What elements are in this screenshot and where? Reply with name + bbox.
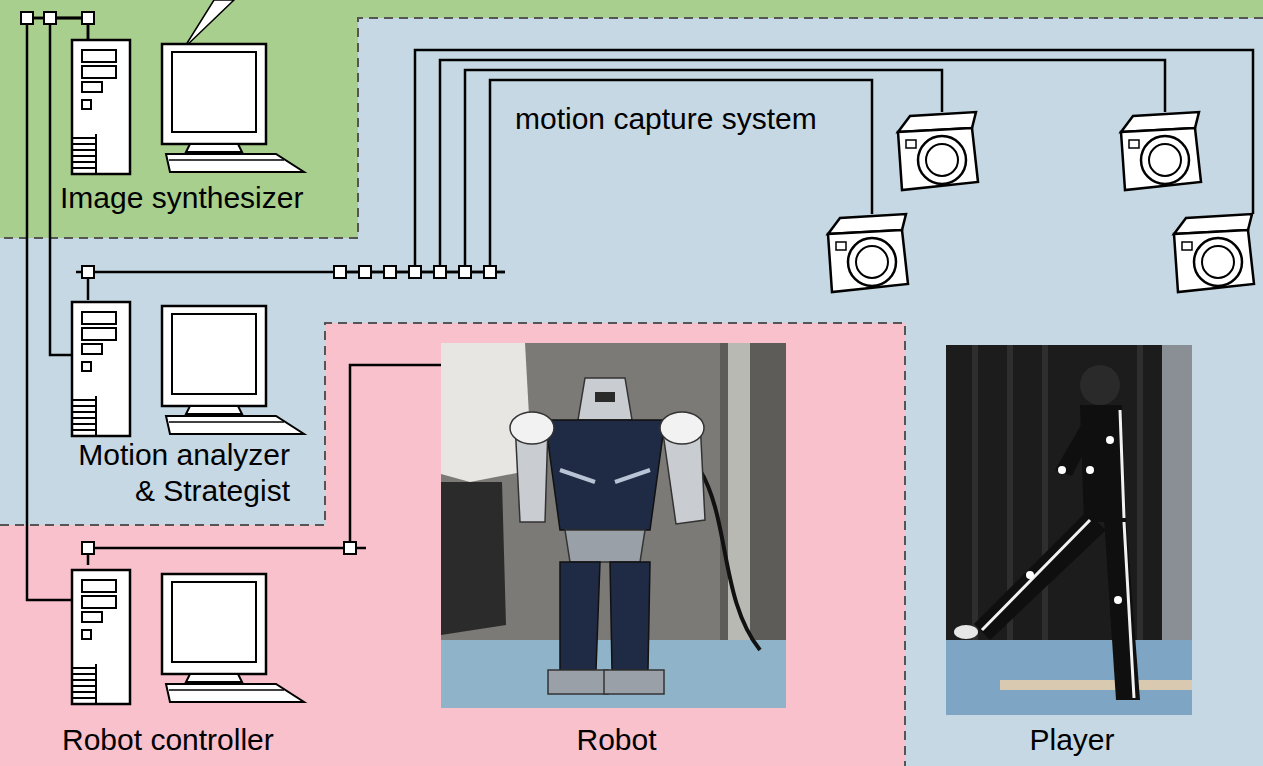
player-photo bbox=[946, 345, 1192, 715]
photo-background bbox=[720, 343, 786, 643]
camera-icon bbox=[1121, 112, 1201, 190]
network-port bbox=[82, 266, 94, 278]
player-arm bbox=[1084, 420, 1118, 472]
camera-wire bbox=[340, 50, 1253, 272]
camera-icon bbox=[898, 112, 978, 190]
photo-background bbox=[728, 343, 750, 643]
robot-photo bbox=[441, 343, 786, 708]
computer-icon bbox=[72, 40, 304, 174]
photo-floor bbox=[946, 640, 1192, 715]
motion-marker bbox=[1114, 596, 1122, 604]
pink-region bbox=[0, 323, 905, 766]
robot-shoulder bbox=[510, 412, 554, 444]
network-port bbox=[334, 266, 346, 278]
camera-icon bbox=[1174, 214, 1254, 292]
network-port bbox=[409, 266, 421, 278]
callout-pointer bbox=[184, 0, 234, 48]
player-leg bbox=[1104, 518, 1140, 700]
node-label: Robot bbox=[441, 722, 792, 758]
motion-marker bbox=[1058, 466, 1066, 474]
robot-head bbox=[578, 378, 632, 420]
photo-node: Player bbox=[946, 345, 1198, 764]
robot-foot bbox=[604, 670, 664, 694]
network-port bbox=[344, 542, 356, 554]
motion-marker bbox=[1086, 466, 1094, 474]
computer-node: Robot controller bbox=[60, 565, 326, 764]
network-port bbox=[21, 12, 33, 24]
photo-bench bbox=[1000, 680, 1192, 690]
motion-marker bbox=[1106, 436, 1114, 444]
motion-marker bbox=[1026, 571, 1034, 579]
network-port bbox=[459, 266, 471, 278]
node-label: motion capture system bbox=[515, 101, 1263, 137]
network-port bbox=[82, 542, 94, 554]
player-leg bbox=[974, 512, 1106, 640]
network-port bbox=[44, 12, 56, 24]
suit-stripe bbox=[982, 410, 1134, 698]
network-port bbox=[359, 266, 371, 278]
player-arm bbox=[1055, 420, 1094, 476]
robot-hips bbox=[565, 530, 645, 562]
network-cable bbox=[27, 18, 88, 600]
robot-leg bbox=[610, 562, 650, 670]
node-label: Robot controller bbox=[62, 722, 326, 758]
computer-icon bbox=[72, 570, 304, 704]
network-port bbox=[82, 12, 94, 24]
computer-node: Motion analyzer & Strategist bbox=[60, 300, 310, 515]
node-label: Motion analyzer & Strategist bbox=[65, 437, 290, 509]
photo-node: Robot bbox=[441, 343, 792, 764]
computer-node: Image synthesizer bbox=[60, 40, 356, 222]
robot-cable bbox=[700, 470, 760, 650]
player-foot bbox=[954, 625, 978, 639]
network-port bbox=[484, 266, 496, 278]
node-label: Image synthesizer bbox=[60, 180, 356, 216]
player-head bbox=[1080, 365, 1120, 405]
robot-torso bbox=[545, 420, 665, 530]
robot-stripe bbox=[560, 470, 650, 482]
robot-foot bbox=[548, 670, 608, 694]
robot-visor bbox=[595, 392, 615, 402]
network-port bbox=[384, 266, 396, 278]
dashed-border bbox=[0, 323, 905, 766]
network-port bbox=[434, 266, 446, 278]
camera-icon bbox=[828, 214, 908, 292]
camera-group-node: motion capture system bbox=[505, 95, 1263, 305]
computer-icon bbox=[72, 302, 304, 436]
robot-shoulder bbox=[660, 412, 704, 444]
robot-leg bbox=[560, 562, 600, 670]
node-label: Player bbox=[946, 722, 1198, 758]
person-legs bbox=[441, 482, 506, 635]
